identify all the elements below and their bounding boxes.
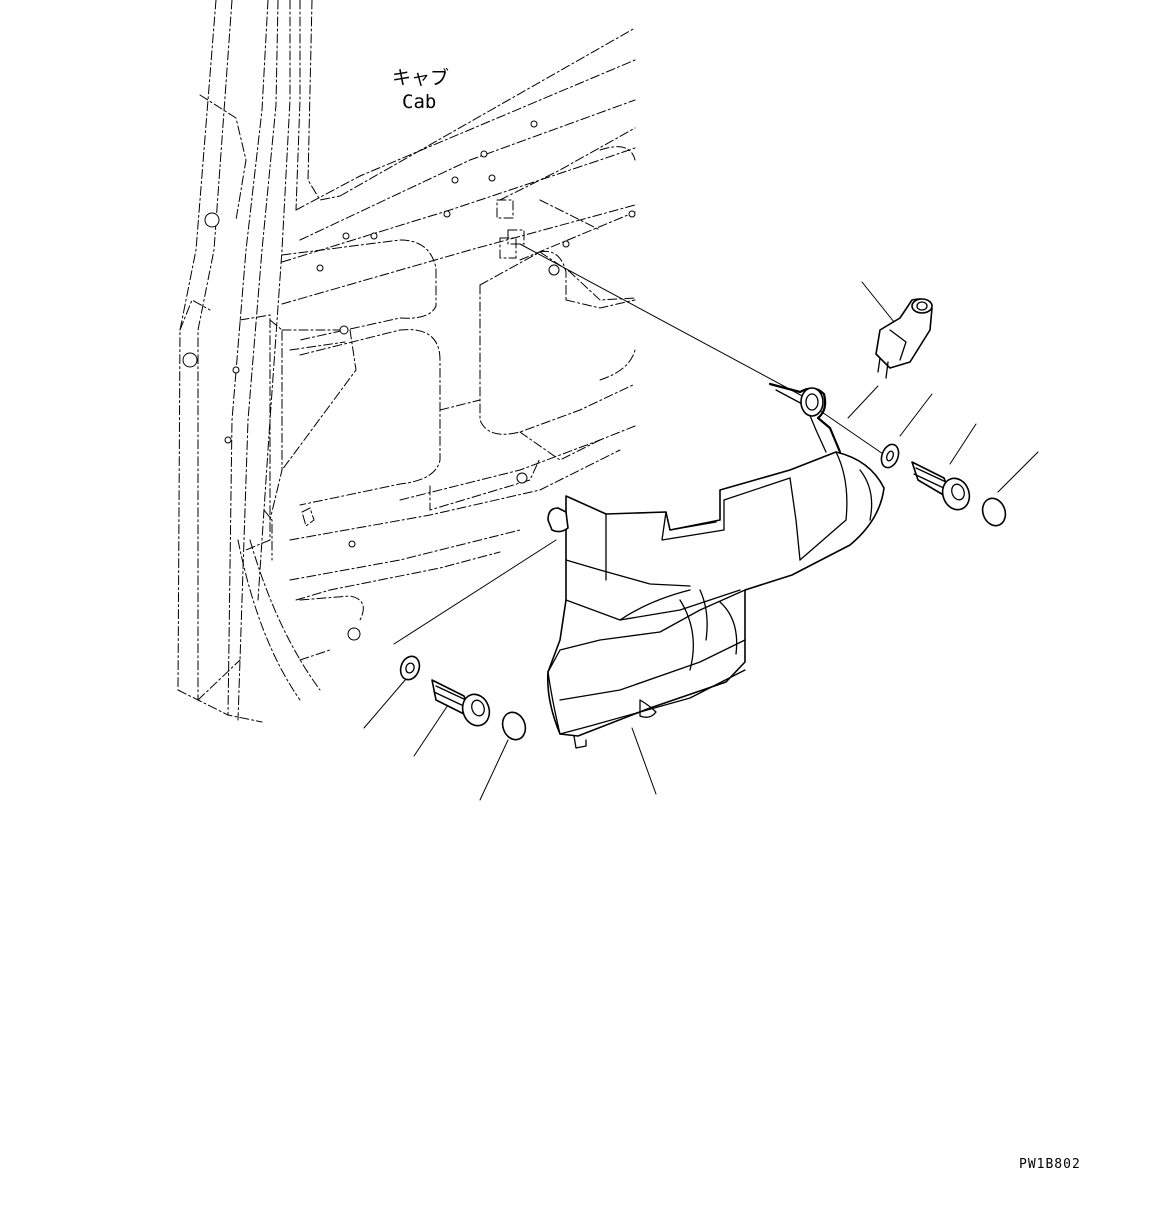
trim-panel xyxy=(546,382,885,749)
hardware-right xyxy=(880,443,1007,527)
figure-code: PW1B802 xyxy=(1019,1157,1081,1172)
hardware-left xyxy=(399,655,527,741)
cab-label-japanese: キャブ xyxy=(392,66,449,89)
cab-structure xyxy=(177,0,636,723)
cab-label-english: Cab xyxy=(402,91,436,113)
switch-connector xyxy=(875,298,933,379)
